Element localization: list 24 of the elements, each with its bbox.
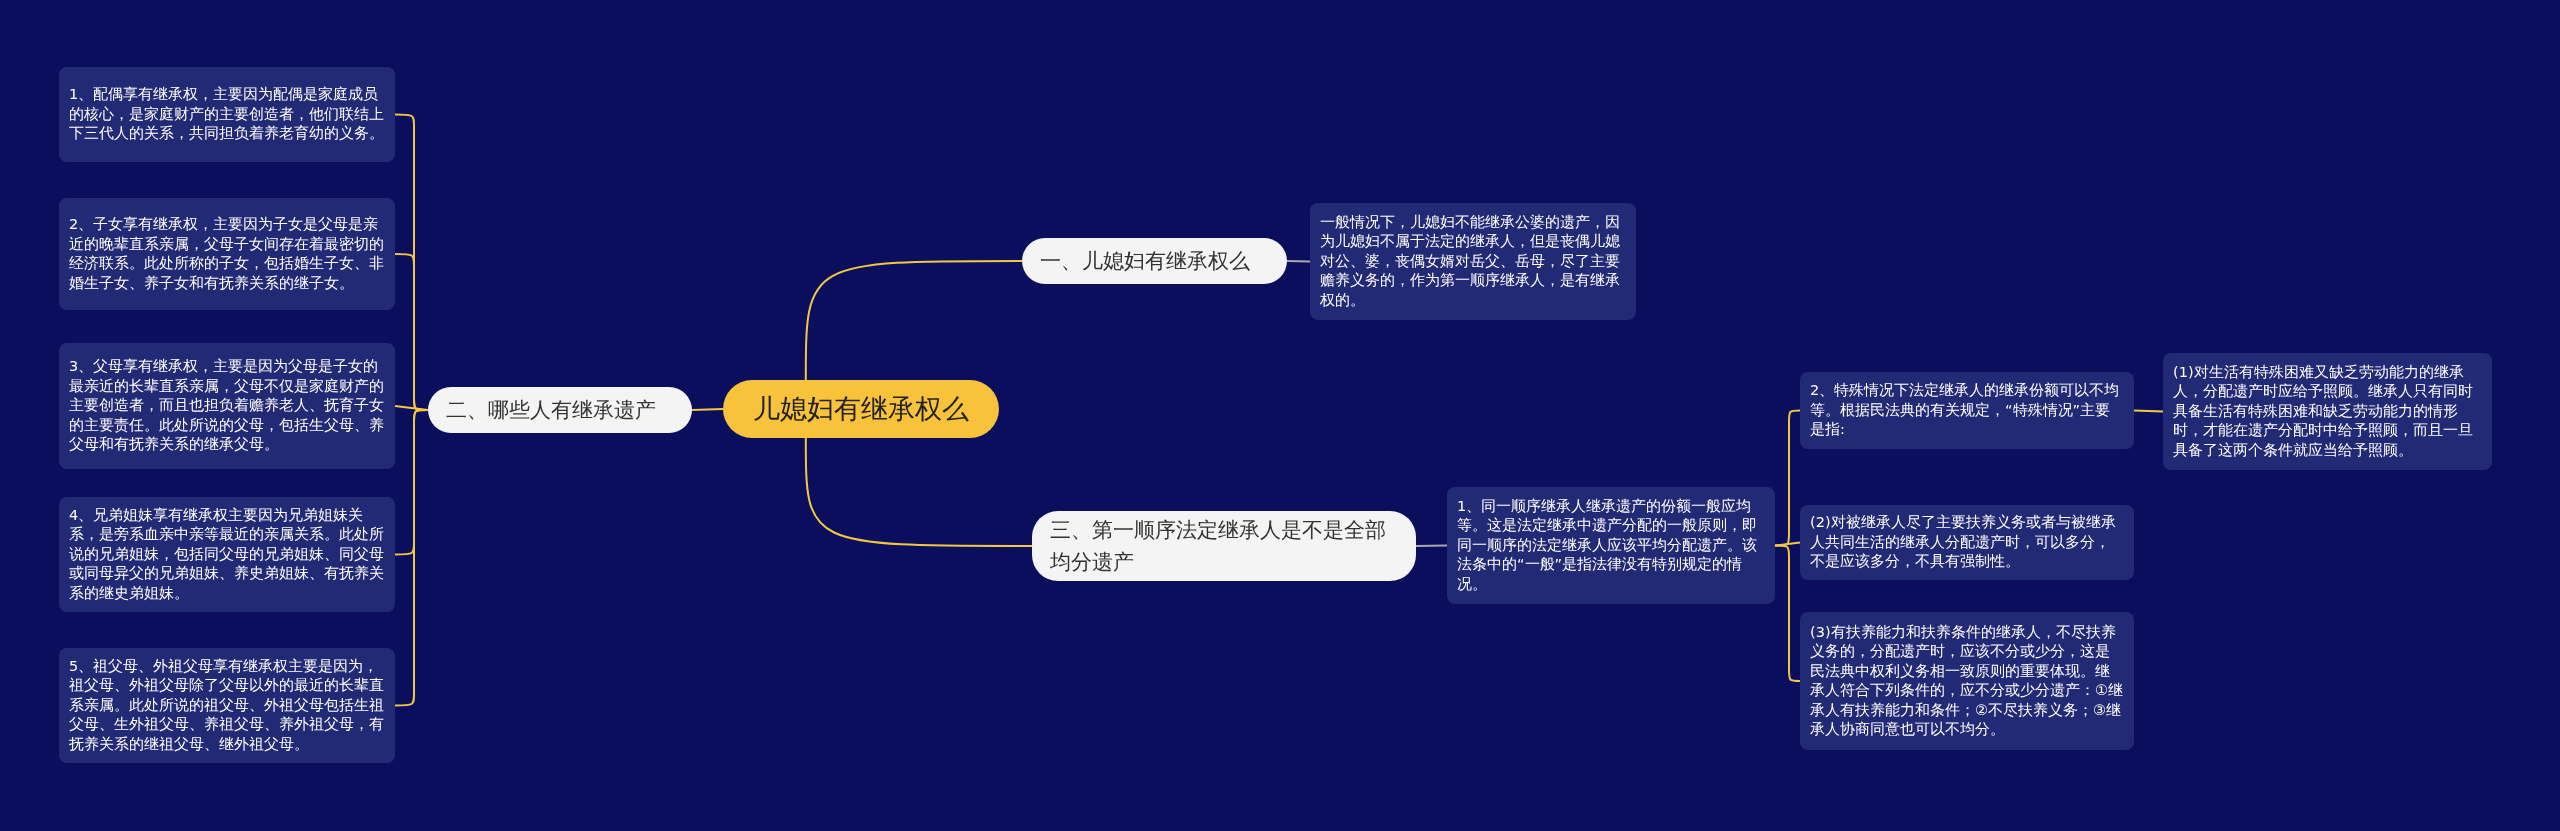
text-card: 1、同一顺序继承人继承遗产的份额一般应均等。这是法定继承中遗产分配的一般原则，即同一顺序的法定继承人应该平均分配遗产。该法条中的“一般”是指法律没有特别规定的情况。 [1447, 487, 1775, 604]
connector [1286, 260, 1311, 263]
topic-box: 三、第一顺序法定继承人是不是全部均分遗产 [1032, 511, 1416, 581]
connector [1774, 541, 1801, 547]
topic-box: 一、儿媳妇有继承权么 [1022, 238, 1287, 284]
connector [394, 409, 429, 707]
text-card: 3、父母享有继承权，主要是因为父母是子女的最亲近的长辈直系亲属，父母不仅是家庭财产的主要创造者，而且也担负着赡养老人、抚育子女的主要责任。此处所说的父母，包括生父母、养父母和有抚养关系的继承父母。 [59, 343, 395, 469]
connector [804, 260, 1023, 381]
text-card: 4、兄弟姐妹享有继承权主要因为兄弟姐妹关系，是旁系血亲中亲等最近的亲属关系。此处所说的兄弟姐妹，包括同父母的兄弟姐妹、同父母或同母异父的兄弟姐妹、养史弟姐妹、有抚养关系的继史弟姐妹。 [59, 497, 395, 612]
text-card: (1)对生活有特殊困难又缺乏劳动能力的继承人，分配遗产时应给予照顾。继承人只有同时具备生活有特殊困难和缺乏劳动能力的情形时，才能在遗产分配时中给予照顾，而且一旦具备了这两个条件就应当给予照顾。 [2163, 353, 2492, 470]
connector [691, 408, 724, 411]
connector [1415, 544, 1448, 547]
text-card: 1、配偶享有继承权，主要因为配偶是家庭成员的核心，是家庭财产的主要创造者，他们联结上下三代人的关系，共同担负着养老育幼的义务。 [59, 67, 395, 162]
text-card: 2、特殊情况下法定继承人的继承份额可以不均等。根据民法典的有关规定，“特殊情况”主要是指: [1800, 372, 2134, 449]
text-card: 一般情况下，儿媳妇不能继承公婆的遗产，因为儿媳妇不属于法定的继承人，但是丧偶儿媳对公、婆，丧偶女婿对岳父、岳母，尽了主要赡养义务的，作为第一顺序继承人，是有继承权的。 [1310, 203, 1636, 320]
text-card: (2)对被继承人尽了主要扶养义务或者与被继承人共同生活的继承人分配遗产时，可以多分，不是应该多分，不具有强制性。 [1800, 505, 2134, 580]
connector [1774, 544, 1801, 682]
text-card: 5、祖父母、外祖父母享有继承权主要是因为，祖父母、外祖父母除了父母以外的最近的长辈直系亲属。此处所说的祖父母、外祖父母包括生祖父母、生外祖父母、养祖父母、养外祖父母，有抚养关系的继祖父母、继外祖父母。 [59, 648, 395, 763]
connector [2133, 409, 2164, 413]
connector [804, 437, 1033, 547]
topic-box: 二、哪些人有继承遗产 [428, 387, 692, 433]
central-topic: 儿媳妇有继承权么 [723, 380, 999, 438]
text-card: (3)有扶养能力和扶养条件的继承人，不尽扶养义务的，分配遗产时，应该不分或少分，这是民法典中权利义务相一致原则的重要体现。继承人符合下列条件的，应不分或少分遗产：①继承人有扶养能力和条件；②不尽扶养义务；③继承人协商同意也可以不均分。 [1800, 612, 2134, 750]
text-card: 2、子女享有继承权，主要因为子女是父母是亲近的晚辈直系亲属，父母子女间存在着最密切的经济联系。此处所称的子女，包括婚生子女、非婚生子女、养子女和有抚养关系的继子女。 [59, 198, 395, 310]
